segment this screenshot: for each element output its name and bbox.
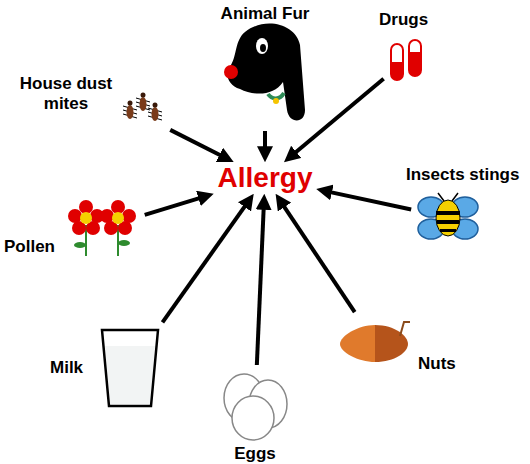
dog-icon-part (273, 98, 279, 104)
mite-icons-part-part (153, 103, 158, 108)
arrow-connector (145, 196, 207, 215)
mite-icons (123, 93, 162, 122)
capsule-icons-part (409, 40, 421, 76)
cause-item: Drugs (389, 38, 423, 82)
egg-icons (224, 374, 287, 440)
cause-label: Pollen (4, 237, 55, 257)
capsule-icons-part (409, 52, 421, 76)
arrow-connector (323, 191, 411, 210)
cause-item: Eggs (222, 372, 288, 442)
bee-icon-part (436, 200, 460, 236)
central-term: Allergy (214, 162, 317, 194)
bee-icon-part (440, 229, 456, 232)
flower-icons-part-part (68, 209, 82, 223)
dog-icon-part (260, 44, 266, 52)
mite-icons-part-part (140, 97, 147, 111)
mite-icons-part (148, 103, 162, 122)
cause-label: Insects stings (406, 165, 519, 185)
mite-icons-part-part (127, 105, 134, 119)
milk-glass-icon-part (105, 346, 155, 404)
cause-label: Drugs (379, 10, 428, 30)
cause-label: Milk (50, 358, 83, 378)
flower-icons-part (80, 212, 92, 224)
cause-label: House dust mites (18, 74, 114, 115)
mite-icons-part-part (128, 101, 133, 106)
mite-icons-part (136, 93, 150, 112)
flower-icons-part (112, 212, 124, 224)
nut-icon-part (340, 325, 375, 362)
cause-item: Insects stings (418, 195, 478, 240)
flower-icons-part-part (122, 209, 136, 223)
cause-item: Pollen (66, 199, 138, 257)
cause-item: Animal Fur (225, 26, 305, 124)
nut-icon-part (375, 325, 408, 362)
dog-icon (224, 24, 305, 121)
bee-icon-part (438, 193, 458, 201)
capsule-icons-part (391, 44, 403, 80)
cause-item: Milk (100, 328, 160, 408)
mite-icons-part-part (152, 107, 159, 121)
capsule-icons (391, 40, 421, 80)
cause-label: Eggs (234, 444, 276, 464)
arrow-connector (170, 130, 227, 159)
flower-icons-part-part (100, 209, 114, 223)
capsule-icons-part (391, 62, 403, 80)
egg-icons-part (232, 396, 274, 440)
milk-glass-icon-part (102, 330, 158, 406)
flower-icons-part (118, 240, 130, 246)
flower-icons-part (68, 200, 136, 235)
arrow-connector (263, 131, 267, 155)
mite-icons-part (123, 101, 137, 120)
mite-icons-part-part (141, 93, 146, 98)
dog-icon-part (256, 38, 268, 54)
nut-icon (340, 322, 410, 362)
cause-item: House dust mites (122, 98, 164, 134)
flower-icons-part-part (79, 200, 93, 214)
arrow-connector (257, 201, 264, 365)
flower-icons-part (74, 242, 86, 248)
flower-icons-part-part (111, 200, 125, 214)
cause-label: Animal Fur (221, 4, 310, 24)
dog-icon-part (227, 24, 305, 121)
cause-label: Nuts (418, 354, 456, 374)
flower-icons (68, 200, 136, 256)
arrow-connector (162, 200, 249, 323)
cause-item: Nuts (338, 318, 410, 364)
arrow-connector (289, 79, 383, 158)
dog-icon-part (268, 93, 284, 98)
milk-glass-icon (102, 330, 158, 406)
bee-icon-part (437, 220, 459, 224)
central-label: Allergy (218, 162, 313, 194)
bee-icon-part (436, 211, 460, 215)
bee-icon (418, 193, 478, 239)
arrow-connector (280, 200, 355, 312)
nut-icon-part (400, 322, 410, 336)
dog-icon-part (224, 65, 238, 79)
